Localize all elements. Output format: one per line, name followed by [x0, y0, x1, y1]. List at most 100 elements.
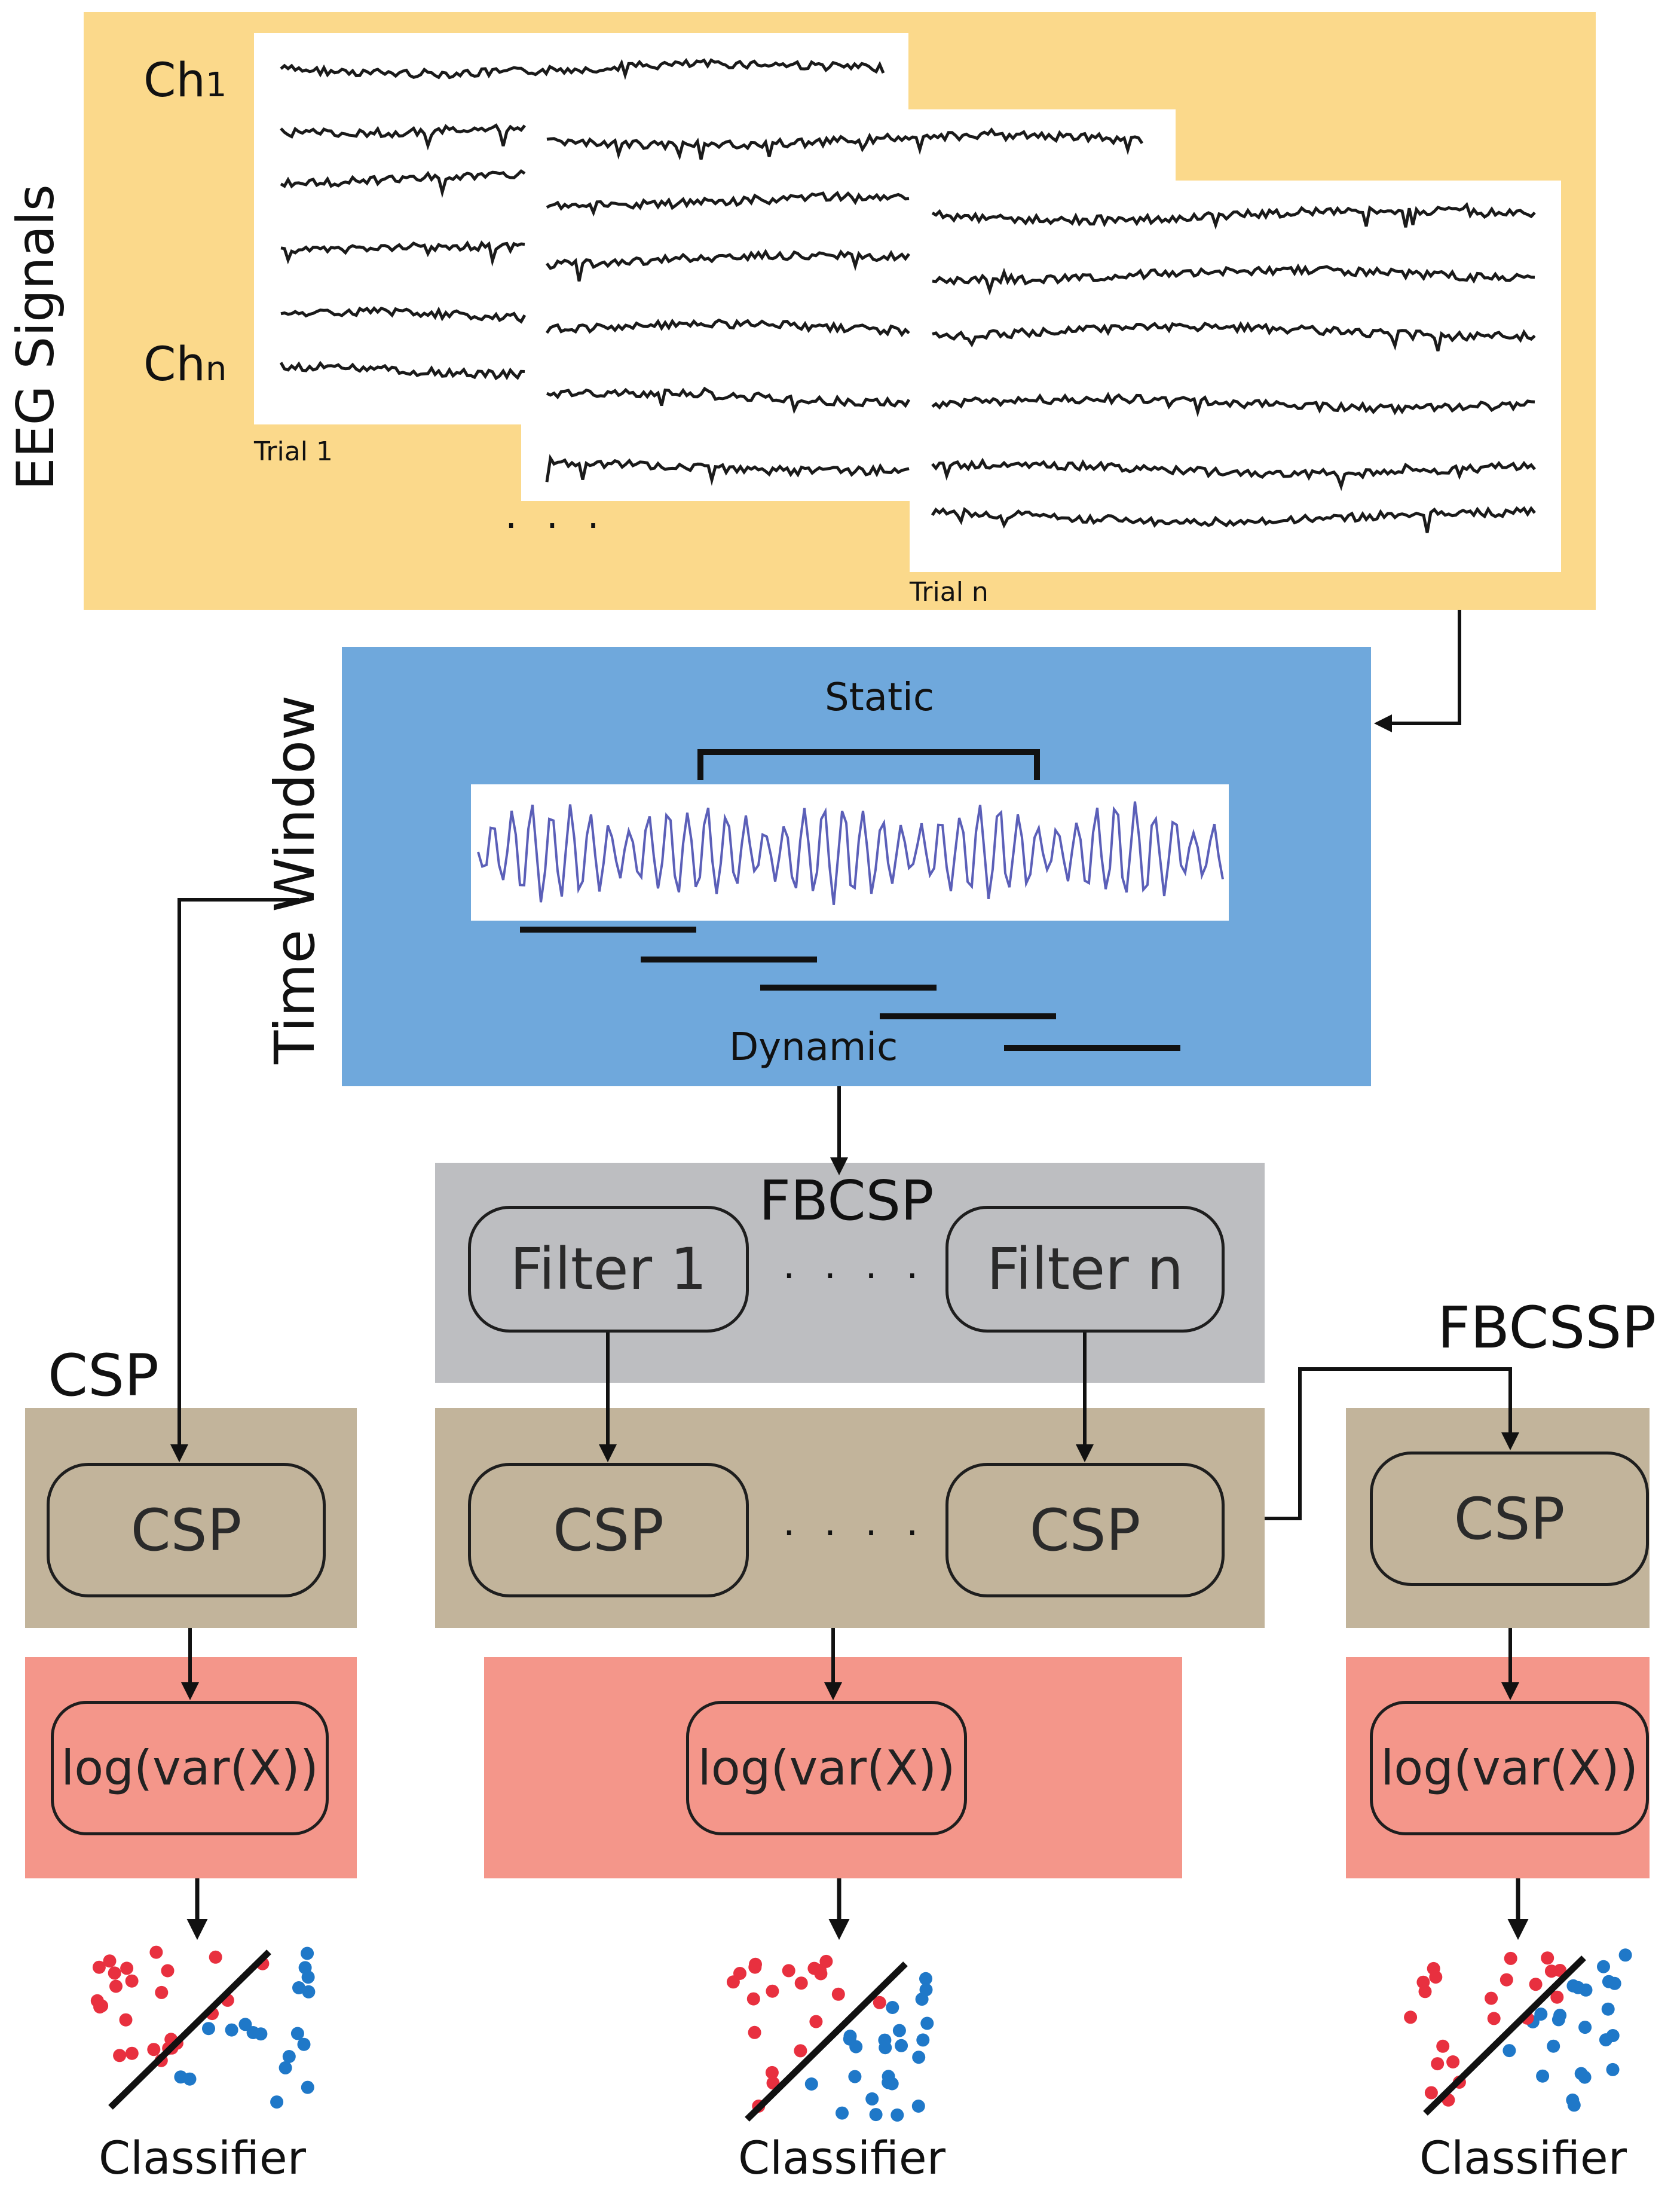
scatter-point: [279, 2061, 292, 2074]
scatter-point: [1578, 2021, 1592, 2034]
scatter-point: [209, 1950, 222, 1964]
logvar-middle-label: log(var(X)): [697, 1740, 956, 1796]
scatter-point: [246, 2026, 260, 2039]
scatter-point: [93, 2000, 107, 2014]
scatter-point: [886, 2001, 899, 2014]
scatter-point: [301, 2080, 314, 2094]
scatter-point: [92, 1960, 106, 1974]
csp-box-fb-first: CSP: [468, 1463, 749, 1597]
signal-waveform: [477, 801, 1224, 905]
eeg-trace: [280, 58, 885, 80]
time-window-signal: [477, 801, 1224, 905]
trials-ellipsis: . . .: [505, 493, 608, 537]
scatter-point: [1571, 1981, 1585, 1994]
static-label: Static: [825, 676, 934, 720]
dynamic-label: Dynamic: [729, 1025, 898, 1070]
arrow-eeg-to-time-window: [1374, 610, 1461, 732]
scatter-point: [147, 2043, 161, 2057]
trial-1-label: Trial 1: [254, 436, 333, 467]
csp-fb-last-label: CSP: [1029, 1496, 1141, 1564]
scatter-point: [782, 1964, 795, 1978]
logvar-left-label: log(var(X)): [61, 1740, 319, 1796]
scatter-point: [1485, 1991, 1498, 2005]
scatter-point: [1529, 1978, 1543, 1991]
scatter-point: [843, 2032, 856, 2046]
scatter-point: [869, 2108, 883, 2122]
classifier-right-label: Classifier: [1419, 2131, 1627, 2184]
scatter-point: [912, 2051, 926, 2064]
eeg-trace: [545, 318, 910, 337]
csp-box-left: CSP: [47, 1463, 326, 1597]
scatter-point: [1502, 2044, 1516, 2058]
classifier-scatter: [726, 1954, 934, 2122]
static-bracket: [697, 749, 1040, 780]
scatter-point: [108, 1966, 121, 1980]
scatter-point: [911, 2100, 925, 2113]
scatter-point: [1534, 2007, 1548, 2021]
scatter-point: [804, 2077, 818, 2091]
scatter-point: [882, 2076, 895, 2089]
scatter-point: [225, 2023, 238, 2037]
scatter-point: [1618, 1948, 1632, 1962]
logvar-box-right: log(var(X)): [1370, 1701, 1649, 1835]
logvar-box-middle: log(var(X)): [686, 1701, 967, 1835]
scatter-point: [1541, 1951, 1554, 1965]
classifier-left-label: Classifier: [99, 2131, 306, 2184]
scatter-point: [765, 2065, 779, 2079]
scatter-point: [1574, 2067, 1588, 2080]
scatter-point: [809, 2015, 823, 2028]
filter-1-box: Filter 1: [468, 1206, 749, 1333]
scatter-point: [113, 2049, 127, 2062]
decision-boundary: [745, 1961, 908, 2122]
classifier-scatter: [1404, 1948, 1632, 2116]
eeg-trace: [931, 506, 1536, 533]
eeg-trace: [932, 263, 1535, 296]
scatter-point: [202, 2022, 215, 2036]
filter-dots: . . . .: [783, 1243, 927, 1288]
scatter-point: [794, 1976, 808, 1990]
eeg-trace: [931, 457, 1536, 491]
scatter-point: [892, 2024, 906, 2037]
scatter-point: [1416, 1975, 1430, 1989]
scatter-point: [297, 2037, 311, 2051]
scatter-point: [891, 2108, 904, 2122]
scatter-point: [749, 1957, 762, 1971]
scatter-point: [125, 1974, 139, 1988]
fbcssp-branch-title: FBCSSP: [1437, 1294, 1657, 1361]
scatter-point: [814, 1967, 828, 1981]
scatter-point: [895, 2039, 908, 2052]
scatter-point: [1404, 2010, 1418, 2024]
logvar-right-label: log(var(X)): [1381, 1740, 1638, 1796]
eeg-trace: [546, 191, 910, 217]
scatter-point: [270, 2095, 284, 2109]
scatter-point: [919, 1972, 932, 1985]
scatter-point: [831, 1987, 845, 2001]
scatter-point: [1431, 2057, 1445, 2071]
scatter-point: [301, 1947, 314, 1960]
eeg-trace: [280, 169, 526, 198]
scatter-point: [1504, 1951, 1517, 1965]
scatter-point: [1500, 1973, 1513, 1987]
classifier-scatters: [90, 1945, 1632, 2122]
scatter-point: [836, 2106, 849, 2120]
eeg-trace: [546, 249, 910, 282]
scatter-point: [1597, 1960, 1610, 1973]
csp-dots: . . . .: [783, 1501, 927, 1545]
scatter-point: [109, 1979, 123, 1993]
scatter-point: [1602, 1975, 1615, 1988]
csp-right-label: CSP: [1453, 1485, 1565, 1553]
classifier-scatter: [90, 1945, 316, 2110]
eeg-trace: [279, 360, 525, 381]
scatter-point: [848, 2070, 862, 2083]
eeg-trace: [546, 127, 1144, 161]
scatter-point: [746, 1992, 760, 2006]
fbcsp-title: FBCSP: [759, 1169, 934, 1233]
scatter-point: [1429, 1970, 1443, 1984]
classifier-middle-label: Classifier: [738, 2131, 945, 2184]
scatter-point: [1424, 2086, 1438, 2100]
eeg-trace: [280, 240, 525, 267]
eeg-trace: [931, 201, 1536, 230]
scatter-point: [292, 1981, 305, 1994]
scatter-point: [103, 1954, 117, 1968]
channel-1-label: Ch1: [143, 54, 227, 108]
